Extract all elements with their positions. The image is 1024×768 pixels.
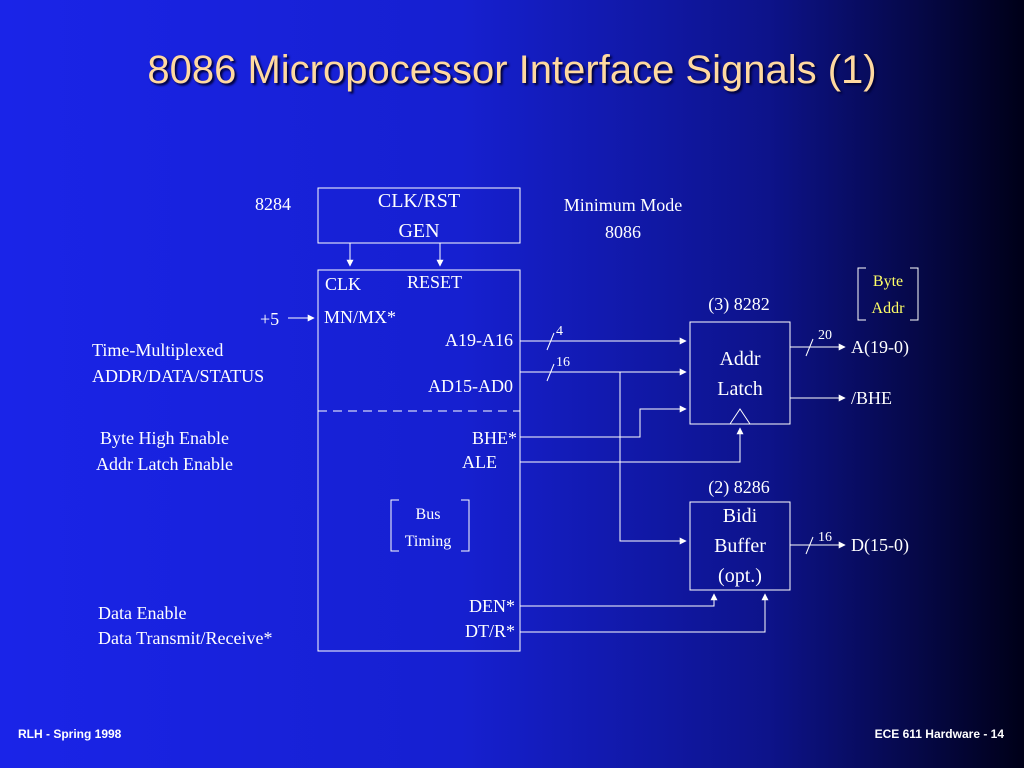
a19-a16-width-label: 4	[556, 324, 563, 339]
addr-latch-enable-label: Addr Latch Enable	[96, 454, 233, 474]
addr-out-width-slash	[805, 338, 814, 357]
byte-addr-line1: Byte	[873, 273, 903, 290]
cpu-clk-pin: CLK	[325, 274, 361, 294]
slide-title: 8086 Micropocessor Interface Signals (1)	[147, 48, 877, 92]
buffer-part-label: (2) 8286	[708, 477, 770, 498]
latch-label-line1: Addr	[719, 348, 760, 370]
cpu-den-pin: DEN*	[469, 596, 515, 616]
data-out-width-slash	[805, 536, 814, 555]
cpu-a19-a16-pin: A19-A16	[445, 330, 513, 350]
byte-addr-bracket-right	[910, 267, 919, 321]
bhe-wire	[520, 405, 687, 438]
bus-timing-bracket-left	[390, 499, 399, 552]
time-mux-label-line2: ADDR/DATA/STATUS	[92, 366, 264, 386]
bus-timing-line2: Timing	[405, 533, 452, 550]
latch-clock-triangle	[729, 408, 751, 425]
den-wire	[520, 593, 718, 607]
byte-addr-bracket-left	[857, 267, 866, 321]
ad15-ad0-width-label: 16	[556, 355, 570, 370]
latch-part-label: (3) 8282	[708, 294, 770, 315]
byte-addr-line2: Addr	[872, 300, 906, 317]
ad15-ad0-width-slash	[546, 363, 555, 382]
clk-gen-label-line2: GEN	[398, 220, 439, 242]
buffer-label-line2: Buffer	[714, 535, 766, 557]
data-enable-label: Data Enable	[98, 603, 186, 623]
cpu-mnmx-pin: MN/MX*	[324, 307, 396, 327]
cpu-dtr-pin: DT/R*	[465, 621, 515, 641]
cpu-mode-line1: Minimum Mode	[564, 195, 683, 215]
cpu-reset-pin: RESET	[407, 272, 462, 292]
bidi-buffer-block	[689, 501, 791, 591]
latch-bhe-out-label: /BHE	[851, 388, 892, 408]
addr-latch-block	[689, 321, 791, 425]
a19-a16-width-slash	[546, 332, 555, 351]
buffer-label-line3: (opt.)	[718, 565, 762, 587]
footer-right: ECE 611 Hardware - 14	[874, 727, 1004, 741]
clk-gen-label-line1: CLK/RST	[378, 190, 460, 212]
buffer-label-line1: Bidi	[723, 505, 758, 527]
footer-left: RLH - Spring 1998	[18, 727, 122, 741]
buffer-data-out-label: D(15-0)	[851, 535, 909, 556]
ad-to-buffer-wire	[619, 372, 687, 545]
addr-out-width-label: 20	[818, 328, 832, 343]
bus-timing-line1: Bus	[416, 506, 441, 523]
clk-rst-gen-block	[317, 187, 521, 244]
latch-addr-out-label: A(19-0)	[851, 337, 909, 358]
cpu-8086-block	[317, 269, 521, 652]
data-tx-rx-label: Data Transmit/Receive*	[98, 628, 272, 648]
byte-high-enable-label: Byte High Enable	[100, 428, 229, 448]
cpu-ad15-ad0-pin: AD15-AD0	[428, 376, 513, 396]
data-out-width-label: 16	[818, 530, 832, 545]
dtr-wire	[520, 593, 769, 633]
plus5-label: +5	[260, 309, 279, 329]
bus-timing-bracket-right	[461, 499, 470, 552]
time-mux-label-line1: Time-Multiplexed	[92, 340, 223, 360]
ale-wire	[520, 427, 744, 463]
clk-gen-part-label: 8284	[255, 194, 291, 214]
cpu-mode-line2: 8086	[605, 222, 641, 242]
cpu-ale-pin: ALE	[462, 452, 497, 472]
latch-label-line2: Latch	[717, 378, 763, 400]
cpu-bhe-pin: BHE*	[472, 428, 517, 448]
